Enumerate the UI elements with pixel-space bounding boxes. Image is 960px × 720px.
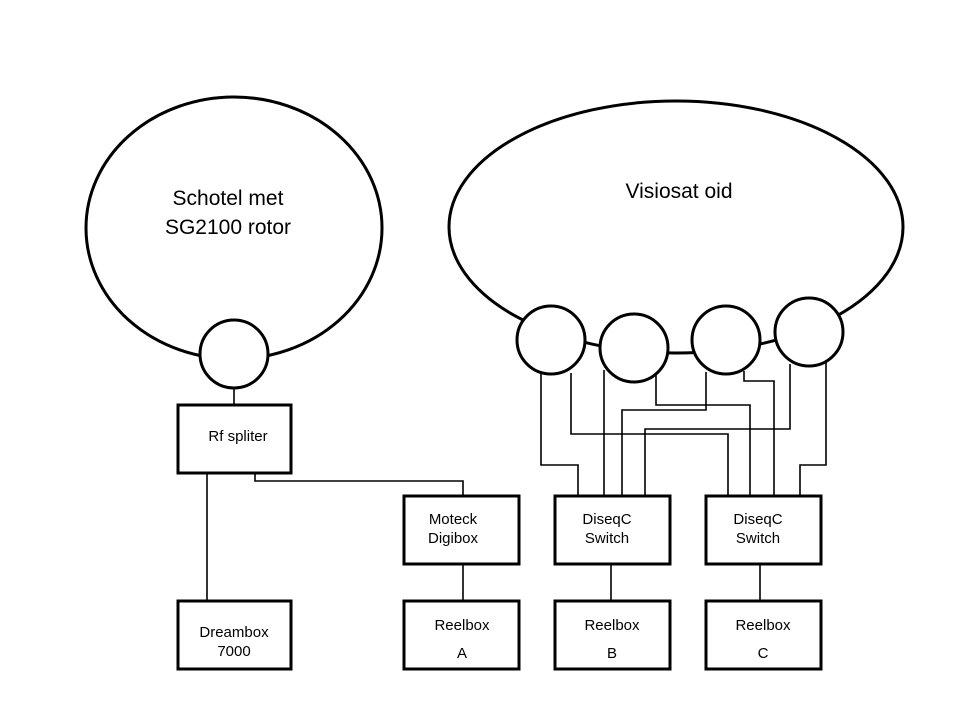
- wire-splitter-to-moteck: [254, 473, 464, 496]
- dreambox-label-line2: 7000: [217, 643, 250, 660]
- reelbox-c-label-line1: Reelbox: [735, 617, 791, 634]
- reelbox-b-box: [553, 599, 672, 671]
- wire-lnb2-to-diseqc2: [655, 372, 751, 496]
- dreambox-box: [176, 599, 293, 671]
- diseqc-1-label-line2: Switch: [585, 530, 629, 547]
- diseqc-switch-2-box: [704, 494, 823, 566]
- moteck-label-line2: Digibox: [428, 530, 479, 547]
- reelbox-a-label-line2: A: [457, 645, 467, 662]
- lnb-left: [198, 318, 270, 390]
- rf-splitter-box: [176, 403, 293, 475]
- wire-lnb4-to-diseqc2: [799, 363, 827, 496]
- reelbox-a-label-line1: Reelbox: [434, 617, 490, 634]
- reelbox-b-label-line2: B: [607, 645, 617, 662]
- dreambox-label-line1: Dreambox: [199, 624, 269, 641]
- connection-wires: [206, 363, 827, 601]
- dish-left-label-line2: SG2100 rotor: [165, 216, 291, 239]
- reelbox-b-label-line1: Reelbox: [584, 617, 640, 634]
- wire-lnb1-to-diseqc1: [540, 370, 579, 496]
- diseqc-2-label-line1: DiseqC: [733, 511, 782, 528]
- moteck-digibox-box: [402, 494, 521, 566]
- diseqc-2-label-line2: Switch: [736, 530, 780, 547]
- rf-splitter-label: Rf spliter: [208, 428, 267, 445]
- dish-left-label-line1: Schotel met: [173, 187, 284, 210]
- diseqc-switch-1-box: [553, 494, 672, 566]
- wire-lnb4-to-diseqc1: [644, 364, 791, 496]
- lnb-3: [690, 304, 762, 376]
- reelbox-c-label-line2: C: [758, 645, 769, 662]
- wire-lnb3-to-diseqc1: [621, 372, 707, 496]
- dish-right-label: Visiosat oid: [625, 180, 732, 203]
- wire-lnb3-to-diseqc2: [743, 371, 775, 496]
- lnb-2: [598, 312, 670, 384]
- moteck-label-line1: Moteck: [429, 511, 478, 528]
- dish-right: [447, 99, 905, 355]
- diseqc-1-label-line1: DiseqC: [582, 511, 631, 528]
- reelbox-a-box: [402, 599, 521, 671]
- lnb-1: [515, 304, 587, 376]
- wire-lnb1-to-diseqc2: [570, 373, 729, 496]
- lnb-4: [773, 296, 845, 368]
- reelbox-c-box: [704, 599, 823, 671]
